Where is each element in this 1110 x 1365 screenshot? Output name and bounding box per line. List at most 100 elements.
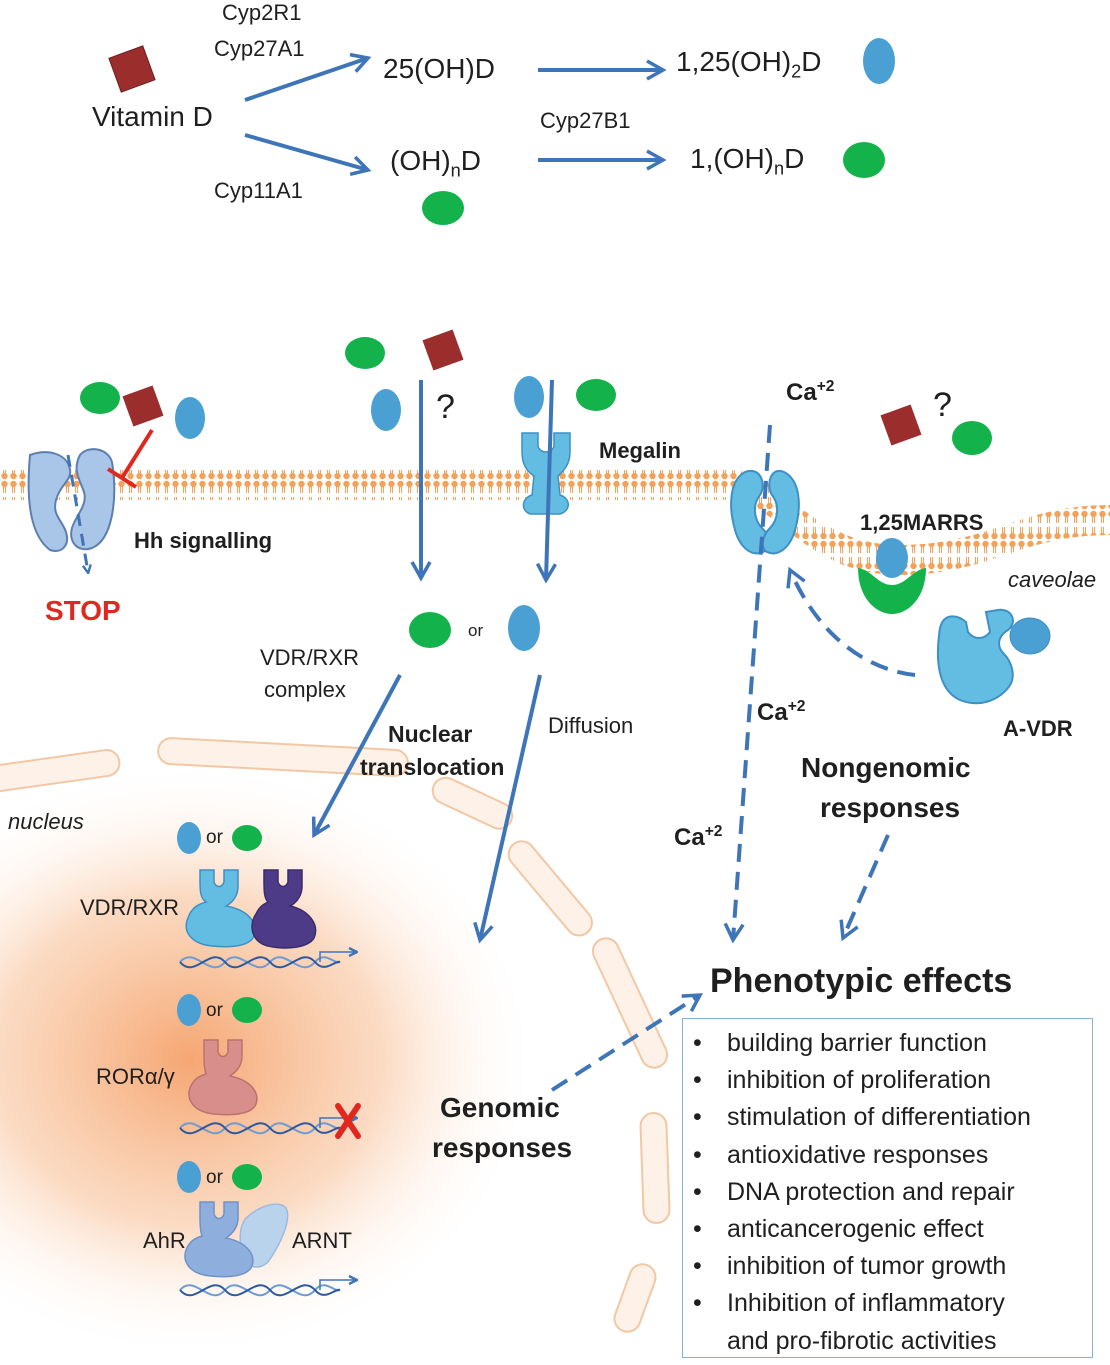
vitamin-d-square-icon <box>108 45 156 93</box>
or-label: or <box>206 827 223 848</box>
enzyme-cyp27a1: Cyp27A1 <box>214 36 305 61</box>
stop-label: STOP <box>45 595 121 626</box>
effect-item: building barrier function <box>683 1025 1092 1062</box>
ohnd-green-icon <box>422 191 464 225</box>
green-molecule-icon <box>232 1164 262 1190</box>
megalin-receptor-icon <box>521 432 571 515</box>
green-molecule-icon <box>232 825 262 851</box>
diffusion-label: Diffusion <box>548 713 634 738</box>
green-molecule-icon <box>952 421 992 455</box>
inhibition-bar <box>106 467 138 489</box>
effect-item: inhibition of tumor growth <box>683 1248 1092 1285</box>
marrs-label: 1,25MARRS <box>860 510 984 535</box>
blocked-x-icon <box>335 1103 361 1139</box>
or-label: or <box>206 1167 223 1188</box>
arrow-vitd-to-25ohd <box>244 52 372 102</box>
or-label: or <box>206 1000 223 1021</box>
dna-strand <box>179 1122 341 1135</box>
genomic-label: Genomic <box>440 1092 560 1123</box>
ror-label: RORα/γ <box>96 1064 175 1089</box>
vitamin-d-square-icon <box>880 404 922 446</box>
ror-receptor-icon <box>188 1039 258 1116</box>
arnt-label: ARNT <box>292 1228 352 1253</box>
calcium-label: Ca+2 <box>757 698 806 726</box>
nuclear-translocation-label: translocation <box>360 754 505 780</box>
enzyme-cyp2r1: Cyp2R1 <box>222 0 302 25</box>
effect-item: antioxidative responses <box>683 1137 1092 1174</box>
inhibition-line <box>120 428 154 480</box>
arrow-vitd-to-ohnd <box>244 133 372 176</box>
calcium-label: Ca+2 <box>674 823 723 851</box>
ahr-label: AhR <box>143 1228 186 1253</box>
megalin-label: Megalin <box>599 438 681 463</box>
effect-item: Inhibition of inflammatory <box>683 1285 1092 1322</box>
product-ohnd: (OH)nD <box>390 145 482 181</box>
effect-item: DNA protection and repair <box>683 1174 1092 1211</box>
calcium-channel-icon <box>730 469 800 555</box>
effect-item: anticancerogenic effect <box>683 1211 1092 1248</box>
product-25ohd: 25(OH)D <box>383 53 496 84</box>
avdr-label: A-VDR <box>1003 716 1073 741</box>
nongenomic-label: Nongenomic <box>801 752 971 783</box>
nuclear-envelope <box>0 737 671 1333</box>
green-molecule-icon <box>80 382 120 414</box>
transcription-arrow-icon <box>319 952 356 962</box>
green-molecule-icon <box>409 612 451 648</box>
genomic-label: responses <box>432 1132 573 1163</box>
vitamin-d-square-icon <box>422 329 464 371</box>
vitamin-d-square-icon <box>122 385 164 427</box>
green-molecule-icon <box>345 337 385 369</box>
calcium-label: Ca+2 <box>786 378 835 406</box>
dna-strand <box>179 1284 341 1297</box>
blue-molecule-icon <box>371 389 401 431</box>
caveolae-label: caveolae <box>1008 567 1097 592</box>
1-ohnd-green-icon <box>843 142 885 178</box>
green-molecule-icon <box>232 997 262 1023</box>
cell-membrane <box>0 470 1110 575</box>
blue-molecule-icon <box>876 538 908 578</box>
marrs-receptor-icon <box>858 568 926 614</box>
enzyme-cyp27b1: Cyp27B1 <box>540 108 631 133</box>
blue-molecule-icon <box>177 1161 201 1193</box>
blue-molecule-icon <box>177 822 201 854</box>
hh-receptor-icon <box>27 448 116 552</box>
vdr-rxr-complex-label: VDR/RXR <box>260 645 360 670</box>
nucleus-glow <box>0 760 540 1360</box>
phenotypic-effects-box: building barrier function inhibition of … <box>682 1018 1093 1358</box>
unknown-entry-mark: ? <box>933 386 952 424</box>
avdr-receptor-icon <box>936 608 1051 705</box>
phenotypic-effects-title: Phenotypic effects <box>710 962 1013 1000</box>
effects-list: building barrier function inhibition of … <box>683 1019 1092 1360</box>
nuclear-translocation-label: Nuclear <box>388 721 473 747</box>
metabolic-pathway-arrows <box>244 52 667 176</box>
ahr-arnt-complex-icon <box>184 1201 289 1278</box>
blue-molecule-icon <box>508 605 540 651</box>
diffusion-arrow <box>473 674 542 944</box>
or-label: or <box>468 621 484 640</box>
effect-item: inhibition of proliferation <box>683 1062 1092 1099</box>
nuclear-translocation-arrow <box>311 674 402 839</box>
calcium-dashed-arrow <box>723 424 772 944</box>
product-125ohd: 1,25(OH)2D <box>676 46 822 82</box>
nongenomic-label: responses <box>820 792 961 823</box>
genomic-dashed-arrow <box>550 993 704 1092</box>
effect-item: stimulation of differentiation <box>683 1099 1092 1136</box>
entry-arrow-megalin <box>535 379 557 584</box>
blue-molecule-icon <box>177 994 201 1026</box>
nucleus-label: nucleus <box>8 809 84 834</box>
effect-item-continuation: and pro-fibrotic activities <box>727 1326 997 1355</box>
avdr-feedback-arrow <box>786 566 916 677</box>
hh-signalling-label: Hh signalling <box>134 528 273 553</box>
vitamin-d-label: Vitamin D <box>92 101 213 132</box>
calcitriol-blue-icon <box>863 38 895 84</box>
enzyme-cyp11a1: Cyp11A1 <box>214 178 303 203</box>
blue-molecule-icon <box>175 397 205 439</box>
dna-strand <box>179 956 341 969</box>
blue-molecule-icon <box>514 376 544 418</box>
transcription-arrow-icon <box>319 1280 356 1290</box>
vdr-rxr-label: VDR/RXR <box>80 895 180 920</box>
green-molecule-icon <box>576 379 616 411</box>
vdr-rxr-complex-label: complex <box>264 677 346 702</box>
